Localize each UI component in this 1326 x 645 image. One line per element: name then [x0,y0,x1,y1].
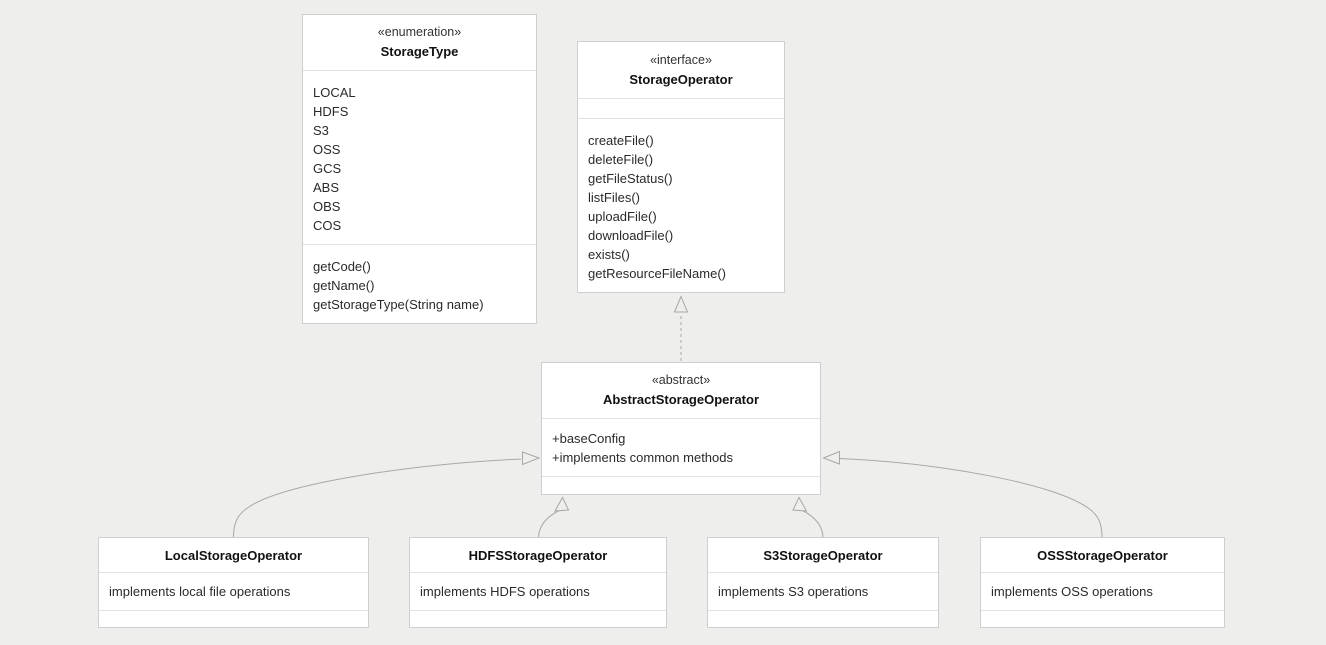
member-row: implements HDFS operations [420,584,590,599]
member-row: getStorageType(String name) [313,297,484,312]
class-box-s3-storage-operator[interactable]: S3StorageOperator implements S3 operatio… [707,537,939,628]
member-row: getResourceFileName() [588,266,726,281]
edge-oss-extends-abstract[interactable] [839,458,1103,538]
methods-section [542,476,820,494]
attributes-section: implements S3 operations [708,572,938,610]
realization-arrowhead-icon [673,295,689,313]
stereotype-label: «abstract» [651,373,711,387]
member-row: implements local file operations [109,584,291,599]
member-row: implements S3 operations [718,584,869,599]
class-name: StorageOperator [629,71,733,87]
attributes-section: implements local file operations [99,572,368,610]
class-name: OSSStorageOperator [1037,548,1168,563]
methods-section [981,610,1224,627]
class-name: S3StorageOperator [763,548,883,563]
member-row: getCode() [313,259,371,274]
attributes-section [578,98,784,118]
class-header: HDFSStorageOperator [410,538,666,572]
class-header: S3StorageOperator [708,538,938,572]
member-row: getName() [313,278,375,293]
member-row: ABS [313,180,340,195]
member-row: HDFS [313,104,349,119]
edge-s3-extends-abstract[interactable] [802,510,824,538]
class-box-storage-operator[interactable]: «interface» StorageOperator createFile()… [577,41,785,293]
s3-extends-arrowhead-icon [792,496,808,512]
hdfs-extends-arrowhead-icon [554,496,570,512]
edge-local-extends-abstract[interactable] [233,458,522,538]
member-row: OSS [313,142,341,157]
attributes-section: implements OSS operations [981,572,1224,610]
member-row: getFileStatus() [588,171,673,186]
class-header: «enumeration» StorageType [303,15,536,70]
member-row: OBS [313,199,341,214]
member-row: COS [313,218,342,233]
class-header: LocalStorageOperator [99,538,368,572]
class-name: LocalStorageOperator [164,548,303,563]
class-header: OSSStorageOperator [981,538,1224,572]
class-box-local-storage-operator[interactable]: LocalStorageOperator implements local fi… [98,537,369,628]
member-row: exists() [588,247,630,262]
member-row: GCS [313,161,342,176]
member-row: uploadFile() [588,209,657,224]
class-name: AbstractStorageOperator [602,392,760,407]
class-name: HDFSStorageOperator [468,548,608,563]
methods-section [708,610,938,627]
methods-section [99,610,368,627]
member-row: downloadFile() [588,228,674,243]
class-header: «interface» StorageOperator [578,42,784,98]
methods-section: getCode() getName() getStorageType(String … [303,244,536,323]
member-row: deleteFile() [588,152,654,167]
local-extends-arrowhead-icon [522,451,541,466]
edge-hdfs-extends-abstract[interactable] [538,510,560,538]
methods-section: createFile() deleteFile() getFileStatus() l… [578,118,784,292]
methods-section [410,610,666,627]
class-box-abstract-storage-operator[interactable]: «abstract» AbstractStorageOperator +base… [541,362,821,495]
stereotype-label: «enumeration» [377,25,462,39]
member-row: listFiles() [588,190,640,205]
stereotype-label: «interface» [650,52,712,67]
attributes-section: +baseConfig +implements common methods [542,418,820,476]
member-row: +baseConfig [552,431,626,446]
member-row: S3 [313,123,329,138]
class-header: «abstract» AbstractStorageOperator [542,363,820,418]
class-name: StorageType [380,44,459,59]
attributes-section: implements HDFS operations [410,572,666,610]
member-row: LOCAL [313,85,356,100]
member-row: implements OSS operations [991,584,1153,599]
oss-extends-arrowhead-icon [822,450,840,465]
class-box-oss-storage-operator[interactable]: OSSStorageOperator implements OSS operat… [980,537,1225,628]
member-row: createFile() [588,133,654,148]
class-box-hdfs-storage-operator[interactable]: HDFSStorageOperator implements HDFS oper… [409,537,667,628]
member-row: +implements common methods [552,450,733,465]
